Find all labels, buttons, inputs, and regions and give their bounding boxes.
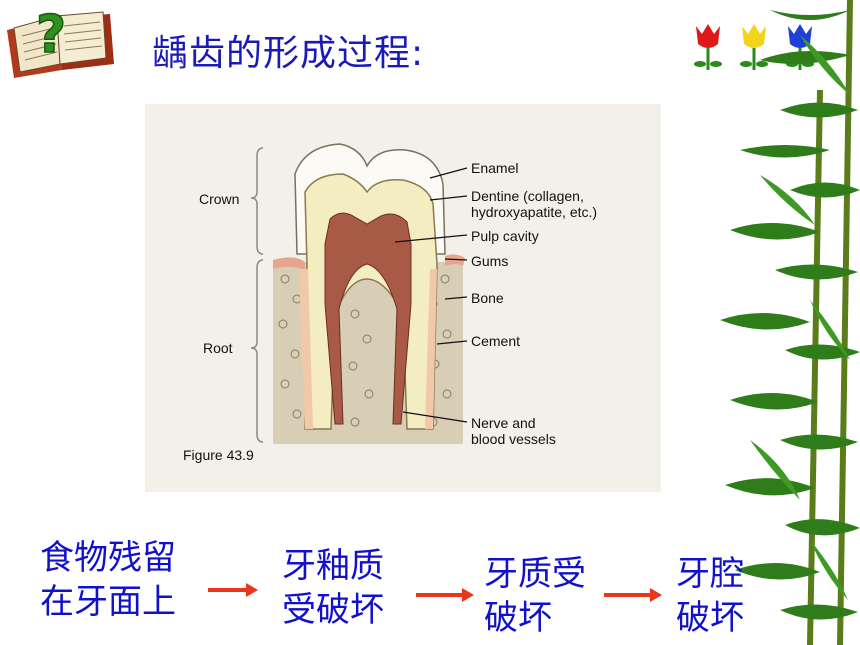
- label-gums: Gums: [471, 253, 508, 269]
- label-pulp: Pulp cavity: [471, 228, 539, 244]
- slide-title: 龋齿的形成过程:: [152, 33, 425, 74]
- flow-step-1: 食物残留 在牙面上: [40, 536, 176, 624]
- flow-step-2-line2: 受破坏: [282, 590, 384, 630]
- flow-arrow-1-head: [246, 583, 258, 597]
- book-question-icon: ?: [7, 4, 114, 78]
- label-cement: Cement: [471, 333, 520, 349]
- label-nerve-2: blood vessels: [471, 431, 556, 447]
- flow-step-3-line2: 破坏: [484, 598, 552, 638]
- bamboo-decoration: [720, 0, 860, 645]
- label-dentine-2: hydroxyapatite, etc.): [471, 204, 597, 220]
- svg-text:?: ?: [36, 5, 66, 65]
- flow-step-4-line1: 牙腔: [676, 554, 744, 594]
- flow-step-3-line1: 牙质受: [484, 554, 586, 594]
- flow-arrow-2-head: [462, 588, 474, 602]
- flow-step-4: 牙腔 破坏: [676, 552, 744, 640]
- tooth-diagram: Enamel Dentine (collagen, hydroxyapatite…: [183, 143, 597, 463]
- flow-step-1-line2: 在牙面上: [40, 582, 176, 622]
- label-root: Root: [203, 340, 233, 356]
- flow-arrow-2: [416, 593, 464, 597]
- label-dentine-1: Dentine (collagen,: [471, 188, 584, 204]
- flow-step-1-line1: 食物残留: [40, 538, 176, 578]
- flow-arrow-1: [208, 588, 248, 592]
- flow-step-2-line1: 牙釉质: [282, 546, 384, 586]
- label-nerve-1: Nerve and: [471, 415, 536, 431]
- flow-step-2: 牙釉质 受破坏: [282, 544, 384, 632]
- flow-step-3: 牙质受 破坏: [484, 552, 586, 640]
- label-crown: Crown: [199, 191, 239, 207]
- flow-arrow-3: [604, 593, 652, 597]
- label-bone: Bone: [471, 290, 504, 306]
- label-enamel: Enamel: [471, 160, 518, 176]
- figure-caption: Figure 43.9: [183, 447, 254, 463]
- tooth-figure: Enamel Dentine (collagen, hydroxyapatite…: [145, 104, 661, 492]
- flow-step-4-line2: 破坏: [676, 598, 744, 638]
- flow-arrow-3-head: [650, 588, 662, 602]
